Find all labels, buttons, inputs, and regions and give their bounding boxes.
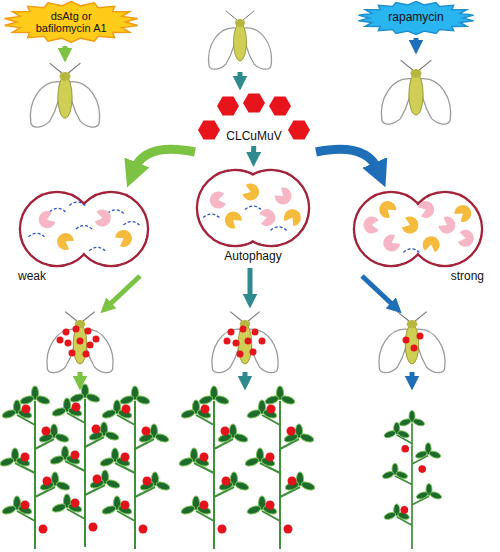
whitefly — [212, 312, 278, 373]
result-arrow — [410, 372, 415, 380]
plant — [382, 410, 443, 549]
virus-dots — [57, 326, 424, 358]
result-arrow — [108, 276, 140, 306]
result-arrow — [248, 268, 253, 298]
node-label: dsAtg or bafilomycin A1 — [30, 10, 112, 34]
virus-group: CLCuMuV — [198, 92, 310, 146]
starburst-label: dsAtg or bafilomycin A1 — [2, 0, 140, 44]
cell-outline — [195, 168, 311, 248]
plant — [99, 386, 171, 549]
virus-particle — [243, 93, 265, 112]
state-label: strong — [451, 270, 484, 283]
result-arrow — [78, 372, 83, 380]
state-label: Autophagy — [195, 250, 311, 263]
infection-arrow — [238, 72, 243, 80]
virus-particle — [198, 120, 220, 139]
treatment-arrow — [414, 38, 419, 44]
virus-particle — [269, 96, 291, 115]
whitefly — [209, 11, 272, 69]
plant — [178, 386, 250, 549]
whitefly — [47, 312, 113, 373]
result-arrow — [362, 276, 394, 306]
curved-arrow — [134, 149, 195, 170]
result-arrow — [243, 372, 248, 380]
whitefly — [379, 312, 445, 373]
starburst-label: rapamycin — [356, 0, 476, 36]
plant — [244, 386, 316, 549]
autophagy-cell: weak — [18, 190, 150, 268]
arrow-connector — [251, 146, 256, 157]
treatment-arrow — [63, 46, 68, 52]
state-label: weak — [18, 270, 46, 283]
cell-outline — [18, 190, 150, 268]
plant — [49, 384, 121, 547]
virus-particle — [217, 96, 239, 115]
virus-particle — [288, 120, 310, 139]
cell-outline — [352, 190, 484, 268]
curved-arrow — [316, 149, 378, 170]
node-label: rapamycin — [388, 11, 443, 24]
whitefly — [30, 63, 99, 127]
whitefly — [381, 60, 450, 124]
node-label: CLCuMuV — [198, 130, 310, 143]
autophagy-cell: Autophagy — [195, 168, 311, 248]
autophagy-cell: strong — [352, 190, 484, 268]
